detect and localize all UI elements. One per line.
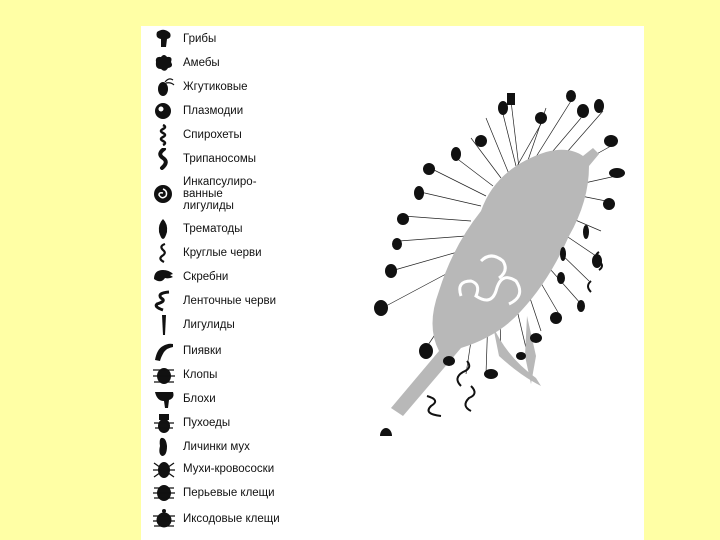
legend-label: Иксодовые клещи	[183, 513, 280, 525]
feather-mite-icon	[423, 163, 435, 175]
leech-icon	[451, 147, 461, 161]
mite-icon	[530, 333, 542, 343]
mite-icon	[535, 112, 547, 124]
legend-label: Трематоды	[183, 223, 242, 235]
leech-icon	[550, 312, 562, 324]
legend-item: Клопы	[151, 364, 341, 386]
feather-mite-icon	[151, 482, 177, 504]
roundworm-icon	[151, 242, 177, 264]
tapeworm-icon	[484, 369, 498, 379]
fly-larva-icon	[380, 428, 392, 436]
legend-item: Трематоды	[151, 218, 341, 240]
chewing-louse-icon	[385, 264, 397, 278]
parasite-legend: Грибы Амебы Жгутиковые Плазмодии Спирохе…	[141, 26, 341, 540]
legend-label: Пухоеды	[183, 417, 230, 429]
flea-icon	[151, 388, 177, 410]
louse-icon	[498, 101, 508, 115]
legend-label: Перьевые клещи	[183, 487, 275, 499]
illustration-sheet: Грибы Амебы Жгутиковые Плазмодии Спирохе…	[141, 26, 644, 540]
plasmodium-icon	[151, 100, 177, 122]
ixodid-tick-icon	[392, 238, 402, 250]
legend-label: Лигулиды	[183, 319, 235, 331]
legend-item: Личинки мух	[151, 436, 341, 458]
legend-label: Трипаносомы	[183, 153, 256, 165]
legend-label: Плазмодии	[183, 105, 243, 117]
amoeba-icon	[151, 52, 177, 74]
tick-icon	[577, 104, 589, 118]
tapeworm-icon	[151, 290, 177, 312]
bird-parasite-diagram	[331, 56, 631, 436]
legend-item: Грибы	[151, 28, 341, 50]
spirochete-icon	[151, 124, 177, 146]
legend-label: Инкапсулиро- ванные лигулиды	[183, 176, 257, 212]
legend-item: Амебы	[151, 52, 341, 74]
roundworm-icon	[560, 247, 566, 261]
ligulid-icon	[577, 300, 585, 312]
legend-label: Круглые черви	[183, 247, 262, 259]
bug-icon	[397, 213, 409, 225]
flea-icon	[507, 93, 515, 105]
legend-label: Грибы	[183, 33, 216, 45]
legend-label: Блохи	[183, 393, 216, 405]
flea-icon	[414, 186, 424, 200]
legend-label: Пиявки	[183, 345, 221, 357]
bug-icon	[419, 343, 433, 359]
bug-icon	[374, 300, 388, 316]
trematode-icon	[151, 218, 177, 240]
legend-item: Блохи	[151, 388, 341, 410]
ixodid-tick-icon	[151, 508, 177, 530]
mite-icon	[604, 135, 618, 147]
plasmodium-icon	[603, 198, 615, 210]
acanthocephalan-icon	[557, 272, 565, 284]
flagellate-icon	[151, 76, 177, 98]
legend-label: Личинки мух	[183, 441, 250, 453]
legend-item: Мухи-кровососки	[151, 458, 341, 480]
ligulid-icon	[151, 314, 177, 336]
legend-label: Клопы	[183, 369, 217, 381]
fungus-icon	[151, 28, 177, 50]
legend-label: Ленточные черви	[183, 295, 276, 307]
larva-icon	[594, 99, 604, 113]
legend-item: Лигулиды	[151, 314, 341, 336]
fly-larva-icon	[151, 436, 177, 458]
chewing-louse-icon	[151, 412, 177, 434]
fungus-icon	[609, 168, 625, 178]
legend-item: Трипаносомы	[151, 148, 341, 170]
legend-item: Жгутиковые	[151, 76, 341, 98]
legend-item: Перьевые клещи	[151, 482, 341, 504]
louse-fly-icon	[151, 458, 177, 480]
legend-item: Пухоеды	[151, 412, 341, 434]
legend-label: Амебы	[183, 57, 220, 69]
legend-item: Пиявки	[151, 340, 341, 362]
legend-label: Скребни	[183, 271, 228, 283]
trypanosome-icon	[151, 148, 177, 170]
legend-item: Скребни	[151, 266, 341, 288]
bug-icon	[151, 364, 177, 386]
legend-item: Ленточные черви	[151, 290, 341, 312]
fly-larva-icon	[516, 352, 526, 360]
legend-label: Спирохеты	[183, 129, 242, 141]
acanthocephalan-icon	[151, 266, 177, 288]
trematode-icon	[443, 356, 455, 366]
legend-item: Иксодовые клещи	[151, 508, 341, 530]
legend-item: Инкапсулиро- ванные лигулиды	[151, 176, 341, 212]
legend-label: Мухи-кровососки	[183, 463, 274, 475]
legend-label: Жгутиковые	[183, 81, 248, 93]
fungus-icon	[475, 135, 487, 147]
leech-icon	[151, 340, 177, 362]
trypanosome-icon	[583, 225, 589, 239]
encapsulated-ligulid-icon	[151, 183, 177, 205]
tick-icon	[566, 90, 576, 102]
legend-item: Плазмодии	[151, 100, 341, 122]
legend-item: Спирохеты	[151, 124, 341, 146]
legend-item: Круглые черви	[151, 242, 341, 264]
